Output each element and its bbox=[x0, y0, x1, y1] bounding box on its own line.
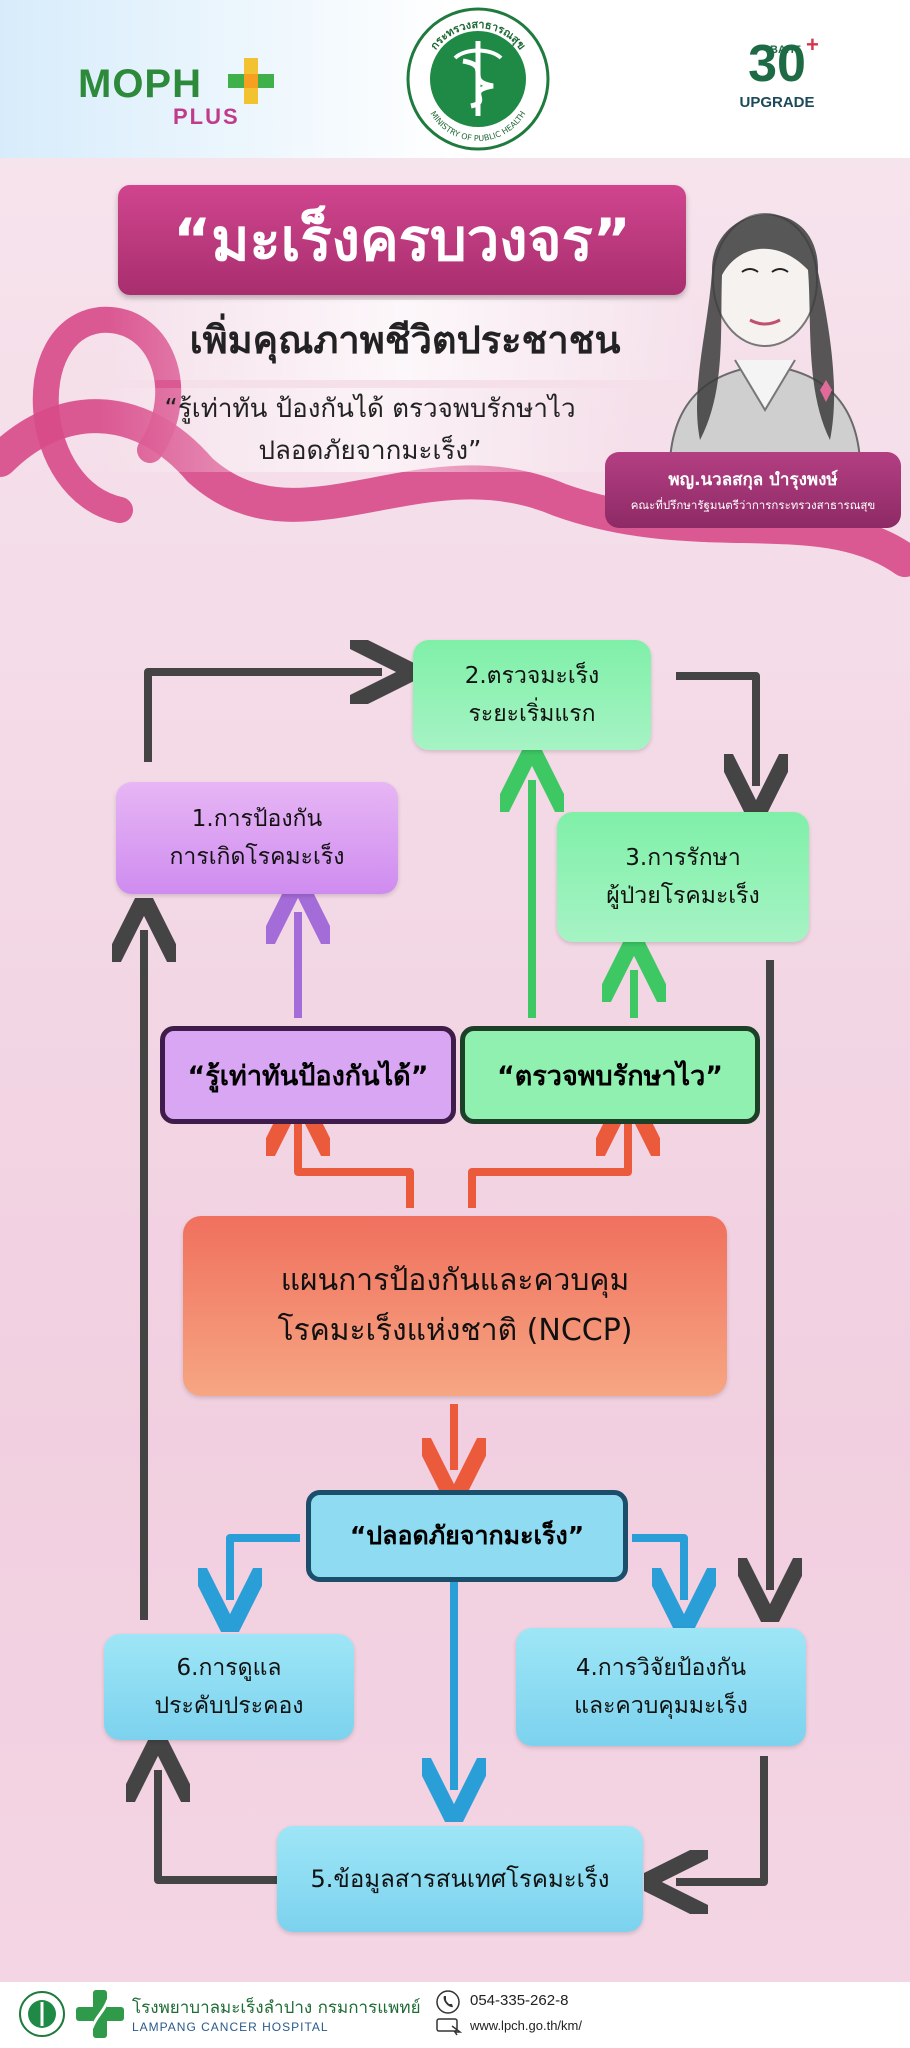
step-2-early-screening-box: 2.ตรวจมะเร็ง ระยะเริ่มแรก bbox=[413, 640, 651, 750]
header-banner: MOPH PLUS กระทรวงสาธารณสุข MINISTRY OF P… bbox=[0, 0, 910, 158]
baht-label: BAHT bbox=[770, 44, 801, 56]
detect-treat-box: “ตรวจพบรักษาไว” bbox=[460, 1026, 760, 1124]
step-6-line-1: 6.การดูแล bbox=[176, 1655, 282, 1681]
arrow-nccp-to-aware bbox=[298, 1124, 414, 1208]
arrow-4-to-5 bbox=[676, 1756, 768, 1882]
step-4-line-2: และควบคุมมะเร็ง bbox=[574, 1693, 748, 1719]
hospital-logo-icon bbox=[76, 1990, 124, 2038]
step-2-line-1: 2.ตรวจมะเร็ง bbox=[464, 663, 600, 689]
arrow-safe-to-4 bbox=[632, 1534, 684, 1600]
nccp-plan-box: แผนการป้องกันและควบคุม โรคมะเร็งแห่งชาติ… bbox=[183, 1216, 727, 1396]
arrow-nccp-to-detect bbox=[468, 1124, 628, 1208]
baht-number: 30 bbox=[748, 35, 806, 93]
step-5-information-box: 5.ข้อมูลสารสนเทศโรคมะเร็ง bbox=[277, 1826, 643, 1932]
ministry-seal-small-icon bbox=[19, 1991, 65, 2037]
phone-icon bbox=[436, 1990, 460, 2014]
step-3-treatment-box: 3.การรักษา ผู้ป่วยโรคมะเร็ง bbox=[557, 812, 809, 942]
subtitle: เพิ่มคุณภาพชีวิตประชาชน bbox=[110, 300, 700, 380]
main-title: “มะเร็งครบวงจร” bbox=[118, 185, 686, 295]
arrow-5-to-6 bbox=[158, 1770, 278, 1884]
person-position: คณะที่ปรึกษารัฐมนตรีว่าการกระทรวงสาธารณส… bbox=[630, 498, 876, 512]
step-2-line-2: ระยะเริ่มแรก bbox=[468, 701, 596, 727]
slogan-line-1: “รู้เท่าทัน ป้องกันได้ ตรวจพบรักษาไว bbox=[164, 394, 576, 424]
step-6-palliative-care-box: 6.การดูแล ประคับประคอง bbox=[104, 1634, 354, 1740]
moph-plus-text: PLUS bbox=[173, 104, 240, 129]
aware-prevent-box: “รู้เท่าทันป้องกันได้” bbox=[160, 1026, 456, 1124]
portrait-illustration bbox=[668, 213, 862, 460]
person-name-card: พญ.นวลสกุล บำรุงพงษ์ คณะที่ปรึกษารัฐมนตร… bbox=[605, 452, 901, 528]
step-1-line-2: การเกิดโรคมะเร็ง bbox=[169, 844, 345, 870]
phone-number[interactable]: 054-335-262-8 bbox=[470, 1992, 569, 2009]
step-6-line-2: ประคับประคอง bbox=[154, 1693, 304, 1719]
website-link[interactable]: www.lpch.go.th/km/ bbox=[470, 2018, 582, 2033]
baht-30-upgrade-logo: 30 BAHT UPGRADE + bbox=[722, 32, 832, 128]
arrow-1-to-2 bbox=[144, 672, 382, 762]
hospital-name-en: LAMPANG CANCER HOSPITAL bbox=[132, 2020, 329, 2034]
step-3-line-1: 3.การรักษา bbox=[625, 845, 741, 871]
person-name: พญ.นวลสกุล บำรุงพงษ์ bbox=[668, 470, 838, 490]
cancer-safe-box: “ปลอดภัยจากมะเร็ง” bbox=[306, 1490, 628, 1582]
step-1-line-1: 1.การป้องกัน bbox=[191, 806, 323, 832]
web-cursor-icon bbox=[436, 2018, 462, 2036]
nccp-line-1: แผนการป้องกันและควบคุม bbox=[280, 1263, 630, 1298]
upgrade-label: UPGRADE bbox=[739, 94, 815, 111]
nccp-line-2: โรคมะเร็งแห่งชาติ (NCCP) bbox=[277, 1313, 633, 1348]
arrow-2-to-3 bbox=[676, 672, 756, 786]
moph-plus-logo: MOPH PLUS bbox=[78, 58, 274, 129]
moph-logo-text: MOPH bbox=[78, 62, 202, 106]
footer-bar: โรงพยาบาลมะเร็งลำปาง กรมการแพทย์ LAMPANG… bbox=[0, 1982, 910, 2048]
step-4-research-box: 4.การวิจัยป้องกัน และควบคุมมะเร็ง bbox=[516, 1628, 806, 1746]
arrow-safe-to-6 bbox=[230, 1534, 300, 1600]
slogan-line-2: ปลอดภัยจากมะเร็ง” bbox=[258, 436, 482, 466]
slogan-quote: “รู้เท่าทัน ป้องกันได้ ตรวจพบรักษาไว ปลอ… bbox=[100, 388, 640, 472]
plus-cross-icon bbox=[228, 58, 274, 104]
step-4-line-1: 4.การวิจัยป้องกัน bbox=[575, 1655, 747, 1681]
hospital-name-th: โรงพยาบาลมะเร็งลำปาง กรมการแพทย์ bbox=[132, 1998, 421, 2018]
plus-icon: + bbox=[806, 32, 819, 57]
step-3-line-2: ผู้ป่วยโรคมะเร็ง bbox=[606, 883, 760, 909]
step-1-prevention-box: 1.การป้องกัน การเกิดโรคมะเร็ง bbox=[116, 782, 398, 894]
ministry-seal-logo: กระทรวงสาธารณสุข MINISTRY OF PUBLIC HEAL… bbox=[406, 7, 550, 151]
